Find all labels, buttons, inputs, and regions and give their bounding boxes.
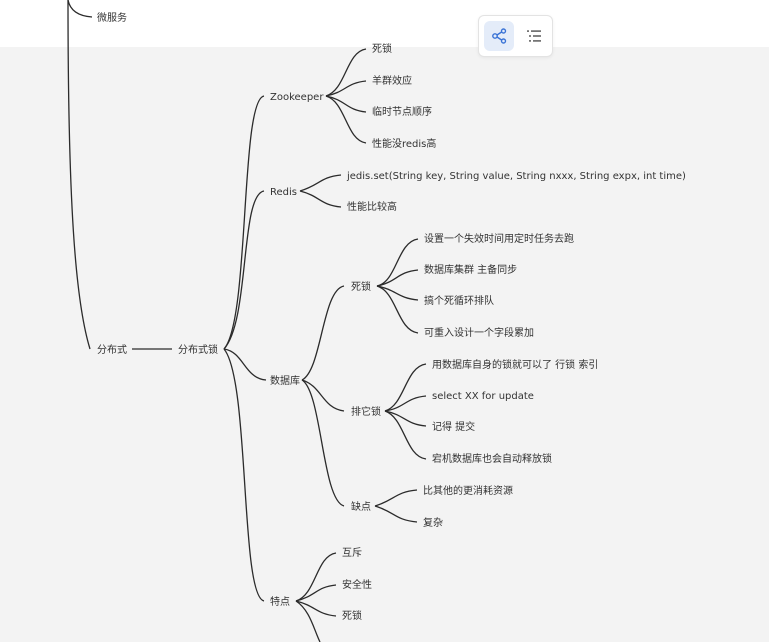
edge-zk-perf [325,95,367,144]
outline-view-button[interactable] [519,21,549,51]
node-redis[interactable]: Redis [270,187,297,198]
node-redis-performance[interactable]: 性能比较高 [347,200,397,213]
node-distributed[interactable]: 分布式 [97,343,127,356]
outline-list-icon [527,30,541,42]
edge-ex-self [384,363,427,412]
edge-microservice [67,0,93,18]
node-zk-deadlock[interactable]: 死锁 [372,42,392,55]
node-db-dl-reentrant[interactable]: 可重入设计一个字段累加 [424,326,534,339]
node-db-ex-commit[interactable]: 记得 提交 [432,420,475,433]
edge-zk-deadlock [325,48,367,97]
edge-dl-loop [376,285,419,301]
edge-dl-reentrant [376,285,419,334]
node-microservice[interactable]: 微服务 [97,11,127,24]
node-distributed-lock[interactable]: 分布式锁 [178,343,218,356]
node-db-cons-complex[interactable]: 复杂 [423,516,443,529]
edge-cons-resource [374,489,418,507]
node-feat-deadlock[interactable]: 死锁 [342,609,362,622]
node-redis-set[interactable]: jedis.set(String key, String value, Stri… [346,171,686,182]
node-db-ex-select[interactable]: select XX for update [432,391,534,402]
edge-zk-herd [325,80,367,97]
edge-zk-order [325,95,367,113]
edge-db-cons [301,379,345,507]
mindmap-view-button[interactable] [484,21,514,51]
node-database[interactable]: 数据库 [270,374,300,387]
edge-db-deadlock [301,285,345,381]
edge-ex-select [384,395,427,412]
edge-distlock-database [223,348,267,381]
node-db-dl-loop[interactable]: 搞个死循环排队 [424,294,494,307]
edge-ex-crash [384,410,427,460]
node-db-ex-self-lock[interactable]: 用数据库自身的锁就可以了 行锁 索引 [432,358,598,371]
edge-feat-more [295,600,321,642]
node-zk-temp-node-order[interactable]: 临时节点顺序 [372,105,432,118]
node-db-cons-resource[interactable]: 比其他的更消耗资源 [423,484,513,497]
node-db-exclusive-lock[interactable]: 排它锁 [351,405,381,418]
edge-feat-deadlock [295,600,337,617]
mindmap-nodes: 微服务 分布式 分布式锁 Zookeeper 死锁 羊群效应 临时节点顺序 性能… [97,11,686,622]
node-zk-herd-effect[interactable]: 羊群效应 [372,74,412,87]
edge-cons-complex [374,505,418,523]
node-feat-safety[interactable]: 安全性 [342,578,372,591]
edge-db-exclusive [301,379,345,412]
node-db-cons[interactable]: 缺点 [351,500,371,513]
node-zk-performance[interactable]: 性能没redis高 [372,137,436,150]
edge-dl-cluster [376,269,419,287]
node-feat-mutex[interactable]: 互斥 [342,547,362,559]
view-toolbar [478,15,553,57]
top-band [0,0,769,47]
edge-root-trunk [67,0,91,350]
edge-feat-mutex [295,552,337,602]
mindmap-edges [67,0,427,642]
edge-distlock-features [223,348,265,602]
edge-redis-perf [299,190,342,208]
node-features[interactable]: 特点 [270,596,290,608]
node-db-dl-cluster[interactable]: 数据库集群 主备同步 [424,263,517,276]
edge-ex-commit [384,410,427,427]
node-zookeeper[interactable]: Zookeeper [270,92,324,103]
edge-feat-safety [295,584,337,602]
edge-redis-set [299,174,342,192]
edge-distlock-zookeeper [223,95,265,350]
node-db-ex-crash[interactable]: 宕机数据库也会自动释放锁 [432,452,552,465]
node-db-deadlock[interactable]: 死锁 [351,280,371,293]
mindmap-view-icon [492,28,507,44]
edge-distlock-redis [223,190,265,350]
edge-dl-timer [376,238,419,287]
node-db-dl-timer[interactable]: 设置一个失效时间用定时任务去跑 [424,232,574,245]
